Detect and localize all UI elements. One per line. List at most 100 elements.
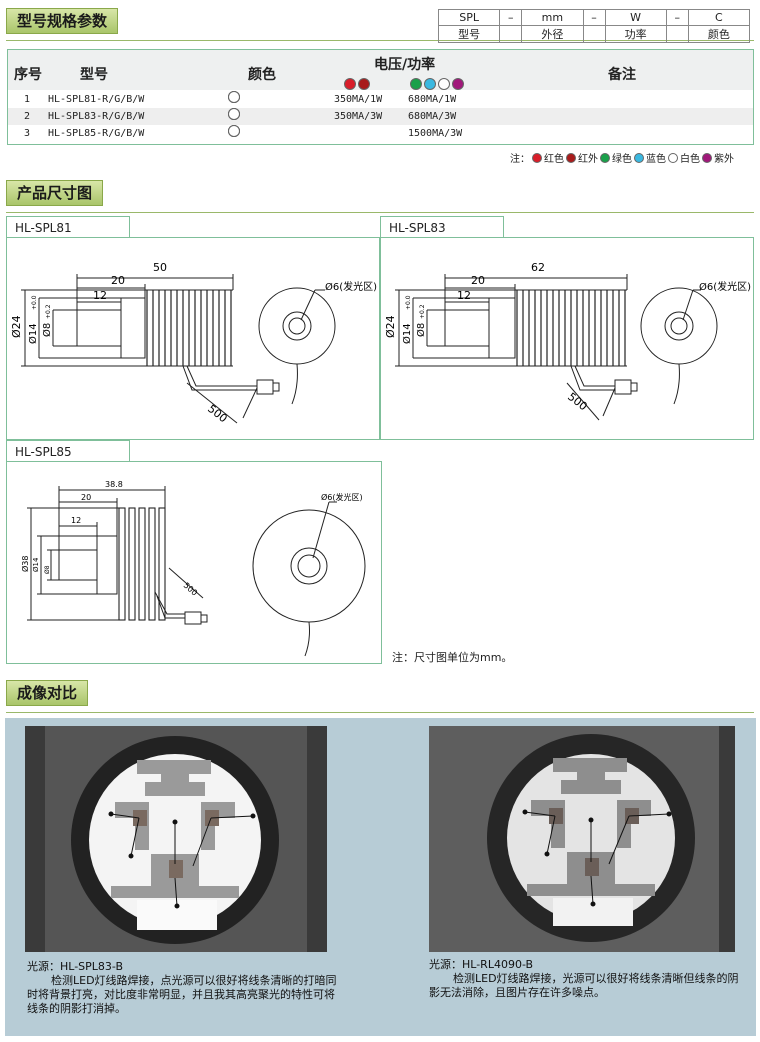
dim-emit: Ø6(发光区) <box>699 280 751 293</box>
table-row: 1 HL-SPL81-R/G/B/W 350MA/1W 680MA/1W <box>8 91 753 108</box>
power-color-red-group <box>344 73 372 92</box>
dim-od: Ø24 <box>10 315 23 338</box>
infrared-dot-icon <box>358 77 370 90</box>
dim-tol2: +0.2 <box>45 304 52 319</box>
dim-length: 50 <box>153 261 167 274</box>
legend-prefix: 注： <box>510 154 530 165</box>
comparison-panel: 光源：HL-SPL83-B 检测LED灯线路焊接，点光源可以很好将线条清晰的打暗… <box>5 718 756 1036</box>
code-cell <box>499 25 523 43</box>
legend-label: 红色 <box>544 154 564 165</box>
dim-length: 62 <box>531 261 545 274</box>
dim-cable: 500 <box>565 390 590 413</box>
dim-tol: +0.0 <box>405 295 412 310</box>
uv-dot-icon <box>702 152 712 163</box>
unit-note: 注：尺寸图单位为mm。 <box>392 651 513 664</box>
dim-14: Ø14 <box>32 557 40 572</box>
caption-left: 光源：HL-SPL83-B 检测LED灯线路焊接，点光源可以很好将线条清晰的打暗… <box>27 960 343 1016</box>
caption-text: 检测LED灯线路焊接，点光源可以很好将线条清晰的打暗同时将背景打亮，对比度非常明… <box>27 974 337 1015</box>
dimension-drawing-spl85: 38.8 20 12 Ø38 Ø14 Ø8 500 Ø6(发光区) <box>20 480 366 657</box>
header-model: 型号 <box>80 67 108 83</box>
green-dot-icon <box>600 152 610 163</box>
row-no: 3 <box>24 128 31 139</box>
code-cell: – <box>499 9 523 26</box>
code-cell: 外径 <box>521 25 584 43</box>
red-dot-icon <box>344 77 356 90</box>
divider <box>6 712 754 713</box>
code-cell: 功率 <box>604 25 667 43</box>
dim-length: 38.8 <box>105 480 123 489</box>
code-cell: 颜色 <box>687 25 751 43</box>
header-remark: 备注 <box>608 67 636 83</box>
legend-label: 蓝色 <box>646 154 666 165</box>
row-model: HL-SPL81-R/G/B/W <box>48 94 145 105</box>
blue-dot-icon <box>424 77 436 90</box>
code-cell <box>665 25 689 43</box>
dim-od: Ø24 <box>384 315 397 338</box>
header-no: 序号 <box>14 67 42 83</box>
row-no: 1 <box>24 94 31 105</box>
infrared-dot-icon <box>566 152 576 163</box>
led-circuit-image <box>429 726 735 952</box>
dim-8: Ø8 <box>41 323 53 337</box>
dim-cable: 500 <box>182 581 199 598</box>
row-model: HL-SPL83-R/G/B/W <box>48 111 145 122</box>
table-row: 2 HL-SPL83-R/G/B/W 350MA/3W 680MA/3W <box>8 108 753 125</box>
dim-12: 12 <box>71 516 81 525</box>
legend-label: 绿色 <box>612 154 632 165</box>
code-cell <box>582 25 606 43</box>
spec-table: 序号 型号 颜色 电压/功率 备注 1 HL-SPL81-R/G/B/W 350… <box>7 49 754 145</box>
drawing-tab-spl83: HL-SPL83 <box>380 216 504 238</box>
legend-label: 白色 <box>680 154 700 165</box>
red-dot-icon <box>532 152 542 163</box>
row-power-other: 1500MA/3W <box>408 128 463 139</box>
drawing-panel-spl85: 38.8 20 12 Ø38 Ø14 Ø8 500 Ø6(发光区) <box>6 461 382 664</box>
dim-od: Ø38 <box>20 556 30 572</box>
divider <box>6 212 754 213</box>
dim-cable: 500 <box>205 402 230 425</box>
model-code-table: SPL – mm – W – C 型号 外径 功率 颜色 <box>437 9 751 43</box>
code-cell: 型号 <box>437 25 501 43</box>
section-title-spec: 型号规格参数 <box>6 8 119 34</box>
drawing-tab-spl81: HL-SPL81 <box>6 216 130 238</box>
dim-tol: +0.0 <box>31 295 38 310</box>
divider <box>6 40 754 41</box>
caption-title: 光源：HL-SPL83-B <box>27 960 124 973</box>
row-power-red: 350MA/1W <box>334 94 383 105</box>
dim-8: Ø8 <box>44 565 51 574</box>
dim-12: 12 <box>93 289 107 302</box>
dim-emit: Ø6(发光区) <box>325 280 377 293</box>
white-dot-icon <box>228 108 240 120</box>
dim-20: 20 <box>471 274 485 287</box>
caption-title: 光源：HL-RL4090-B <box>429 958 534 971</box>
code-cell: mm <box>521 9 584 26</box>
white-dot-icon <box>228 125 240 137</box>
row-power-other: 680MA/1W <box>408 94 457 105</box>
caption-right: 光源：HL-RL4090-B 检测LED灯线路焊接，光源可以很好将线条清晰但线条… <box>429 958 747 1000</box>
legend-label: 紫外 <box>714 154 734 165</box>
header-power: 电压/功率 <box>374 57 436 73</box>
dim-14: Ø14 <box>401 323 413 344</box>
table-row: 3 HL-SPL85-R/G/B/W 1500MA/3W <box>8 125 753 142</box>
code-cell: – <box>665 9 689 26</box>
section-title-compare: 成像对比 <box>6 680 89 706</box>
row-no: 2 <box>24 111 31 122</box>
spec-table-header <box>8 50 753 90</box>
drawing-tab-spl85: HL-SPL85 <box>6 440 130 462</box>
row-power-red: 350MA/3W <box>334 111 383 122</box>
section-title-dimensions: 产品尺寸图 <box>6 180 104 206</box>
uv-dot-icon <box>452 77 464 90</box>
code-cell: SPL <box>437 9 501 26</box>
drawing-panel-spl81: 50 20 12 Ø24 Ø14 +0.0 Ø8 +0.2 500 Ø6(发光区… <box>6 237 380 440</box>
header-color: 颜色 <box>248 67 276 83</box>
dim-emit: Ø6(发光区) <box>321 492 363 502</box>
dim-20: 20 <box>81 493 91 502</box>
legend-label: 红外 <box>578 154 598 165</box>
dim-20: 20 <box>111 274 125 287</box>
drawing-panel-spl83: 62 20 12 Ø24 Ø14 +0.0 Ø8 +0.2 500 Ø6(发光区… <box>380 237 754 440</box>
row-model: HL-SPL85-R/G/B/W <box>48 128 145 139</box>
led-circuit-image <box>25 726 327 952</box>
code-cell: – <box>582 9 606 26</box>
dimension-drawing-spl81: 50 20 12 Ø24 Ø14 +0.0 Ø8 +0.2 500 Ø6(发光区… <box>10 261 377 425</box>
sample-photo-right <box>429 726 735 952</box>
dim-8: Ø8 <box>415 323 427 337</box>
